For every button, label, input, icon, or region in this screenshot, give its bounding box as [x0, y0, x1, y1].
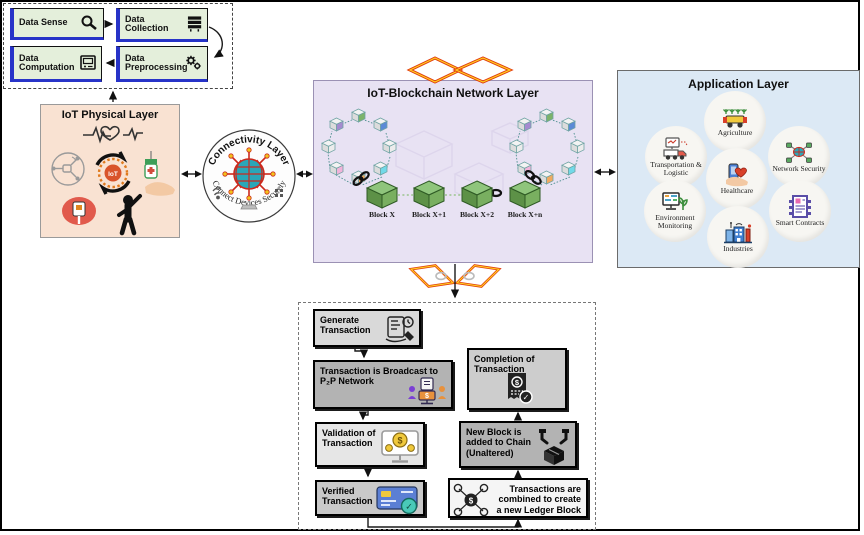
svg-text:$: $: [469, 497, 474, 506]
chain-rings-bottom-icon: [408, 264, 502, 288]
app-smart-contracts: Smart Contracts: [769, 180, 831, 242]
app-industries-label: Industries: [723, 243, 753, 253]
app-smart-contracts-label: Smart Contracts: [775, 217, 825, 227]
flow-broadcast-p2p-label: Transaction is Broadcast to P₂P Network: [320, 366, 439, 387]
iot-physical-layer: IoT Physical Layer IoT: [40, 104, 180, 238]
flow-completion: Completion of Transaction $ ✓: [467, 348, 567, 410]
gears-icon: [186, 55, 201, 70]
data-collection-node: Data Collection: [116, 8, 208, 42]
globe-network-icon: [222, 147, 276, 210]
industries-icon: [724, 221, 752, 244]
chain-rings-top-icon: [406, 56, 514, 84]
database-server-icon: [187, 16, 202, 32]
app-healthcare: Healthcare: [706, 148, 768, 210]
agriculture-icon: [723, 108, 747, 128]
healthcare-icon: [726, 163, 748, 187]
flow-combined-ledger-label: Transactions are combined to create a ne…: [496, 484, 581, 515]
ledger-network-icon: $: [453, 483, 489, 517]
connectivity-layer: Connectivity Layer Connect Devices Secur…: [202, 129, 296, 223]
flow-broadcast-p2p: Transaction is Broadcast to P₂P Network …: [313, 360, 453, 409]
block-to-chain-icon: [539, 429, 569, 465]
svg-text:✓: ✓: [523, 393, 530, 402]
data-preprocessing-label: Data Preprocessing: [125, 52, 188, 72]
application-layer-title: Application Layer: [688, 77, 789, 91]
search-icon: [81, 15, 97, 31]
block-xn-cube: [509, 180, 541, 209]
block-x2-label: Block X+2: [460, 210, 494, 219]
block-x-label: Block X: [369, 210, 395, 219]
data-pipeline-group: [3, 3, 233, 89]
generate-transaction-icon: [385, 316, 414, 343]
block-x2-cube: [461, 180, 493, 209]
app-agriculture: Agriculture: [704, 91, 766, 153]
svg-text:✓: ✓: [405, 502, 413, 512]
sensor-icon: [51, 152, 85, 186]
completion-receipt-icon: $ ✓: [508, 373, 533, 404]
flow-verified-label: Verified Transaction: [322, 486, 373, 507]
flow-validation-label: Validation of Transaction: [322, 428, 376, 449]
data-collection-label: Data Collection: [125, 13, 169, 33]
iot-hub-label: IoT: [108, 171, 118, 178]
computer-icon: [80, 55, 96, 70]
flow-verified: Verified Transaction ✓: [315, 480, 425, 516]
network-layer-title: IoT-Blockchain Network Layer: [367, 86, 539, 100]
flow-combined-ledger: Transactions are combined to create a ne…: [448, 478, 588, 518]
app-industries: Industries: [707, 206, 769, 268]
svg-text:$: $: [397, 436, 402, 446]
iot-physical-layer-title: IoT Physical Layer: [61, 109, 159, 121]
block-xn-label: Block X+n: [508, 210, 543, 219]
app-healthcare-label: Healthcare: [720, 185, 754, 195]
svg-text:$: $: [425, 393, 429, 400]
block-x1-label: Block X+1: [412, 210, 446, 219]
qr-code-icon: [275, 189, 283, 197]
data-sense-label: Data Sense: [19, 17, 68, 28]
transaction-flow-group: [298, 302, 596, 530]
iv-drip-icon: [144, 151, 158, 179]
block-x-cube: [366, 180, 398, 209]
data-computation-node: Data Computation: [10, 46, 102, 82]
p2p-broadcast-icon: $: [408, 377, 446, 405]
flow-completion-label: Completion of Transaction: [474, 354, 535, 375]
flow-validation: Validation of Transaction $: [315, 422, 425, 467]
flow-new-block-added-label: New Block is added to Chain (Unaltered): [466, 427, 531, 458]
blockchain-illustration: Block X Block X+1 Block X+2 Block X+n: [314, 103, 594, 219]
environment-monitoring-icon: [662, 192, 688, 210]
flow-generate-transaction-label: Generate Transaction: [320, 315, 371, 336]
app-agriculture-label: Agriculture: [717, 127, 753, 137]
iot-devices-illustration: IoT: [51, 125, 175, 236]
hand-icon: [145, 182, 175, 196]
verified-card-icon: ✓: [376, 486, 418, 515]
app-transportation-label: Transportation & Logistic: [650, 159, 702, 177]
app-environment-monitoring-label: Environment Monitoring: [655, 212, 695, 230]
flow-generate-transaction: Generate Transaction: [313, 309, 421, 347]
heartbeat-icon: [83, 125, 143, 144]
iot-hub-icon: IoT: [95, 151, 131, 195]
smart-contracts-icon: [789, 194, 811, 218]
block-x1-cube: [413, 180, 445, 209]
data-sense-node: Data Sense: [10, 8, 104, 40]
wifi-icon: [212, 187, 222, 200]
app-network-security-label: Network Security: [772, 163, 826, 173]
glucose-meter-icon: [62, 197, 96, 225]
transportation-icon: [663, 137, 688, 160]
person-icon: [117, 194, 142, 236]
data-preprocessing-node: Data Preprocessing: [116, 46, 208, 82]
network-security-icon: [786, 142, 812, 163]
iot-blockchain-network-layer: IoT-Blockchain Network Layer: [313, 80, 593, 263]
validation-monitor-icon: $: [381, 430, 419, 463]
app-environment-monitoring: Environment Monitoring: [644, 180, 706, 242]
block-cluster-right: [510, 109, 584, 185]
app-network-security: Network Security: [768, 126, 830, 188]
app-transportation: Transportation & Logistic: [645, 126, 707, 188]
data-computation-label: Data Computation: [19, 52, 75, 72]
block-cluster-left: [322, 109, 396, 185]
svg-text:$: $: [515, 378, 520, 387]
flow-new-block-added: New Block is added to Chain (Unaltered): [459, 421, 577, 468]
